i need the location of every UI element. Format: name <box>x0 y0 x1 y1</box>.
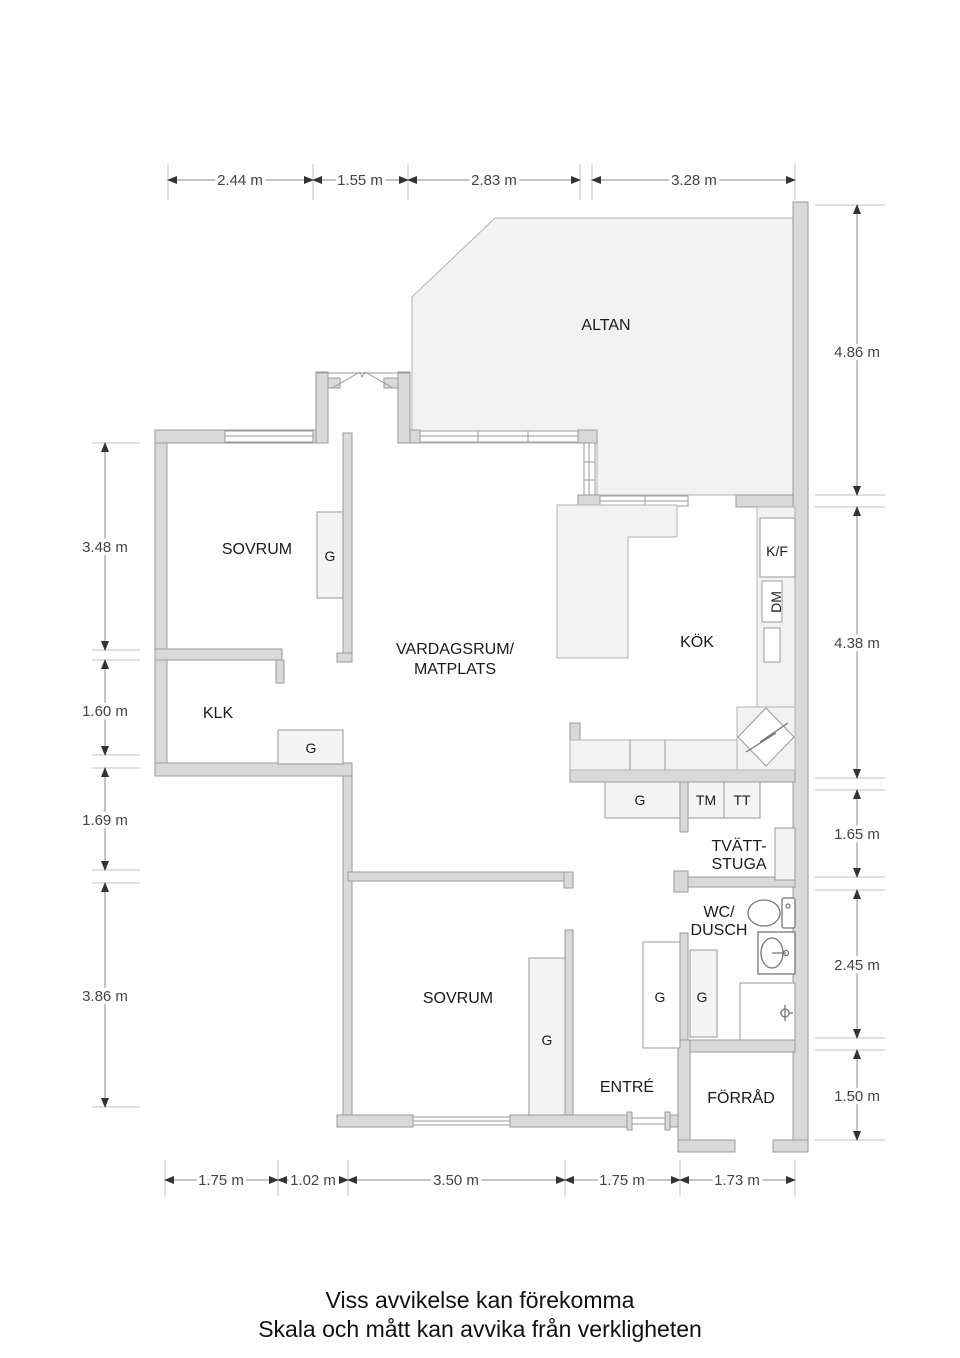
disclaimer-line1: Viss avvikelse kan förekomma <box>326 1287 635 1313</box>
corner-sink-icon <box>737 707 795 767</box>
disclaimer: Viss avvikelse kan förekomma Skala och m… <box>258 1287 702 1342</box>
wardrobe-sovrum1 <box>316 511 344 599</box>
kitchen-island <box>556 504 678 659</box>
kitchen-counters <box>569 506 796 771</box>
sink-icon <box>757 931 796 975</box>
label-g-sovrum1: G <box>325 548 336 564</box>
counter-appliance <box>763 627 781 663</box>
room-label-tvattstuga-line2: STUGA <box>711 856 766 873</box>
fridge-freezer <box>759 517 796 578</box>
wardrobes <box>277 511 796 1116</box>
windows <box>224 430 689 1126</box>
dim-right-4: 1.50 m <box>834 1088 880 1105</box>
dim-right-2: 1.65 m <box>834 826 880 843</box>
toilet-icon <box>747 897 796 929</box>
dim-left-0: 3.48 m <box>82 539 128 556</box>
entry-door <box>626 1111 671 1131</box>
dim-left-3: 3.86 m <box>82 988 128 1005</box>
label-g-klk: G <box>306 740 317 756</box>
dimensions-left: 3.48 m 1.60 m 1.69 m 3.86 m <box>79 442 140 1108</box>
dimensions-right: 4.86 m 4.38 m 1.65 m 2.45 m 1.50 m <box>815 204 885 1141</box>
dryer <box>723 781 761 819</box>
wardrobe-wc <box>689 949 718 1038</box>
room-label-tvattstuga-line1: TVÄTT- <box>711 837 766 855</box>
wardrobe-sovrum2 <box>528 957 566 1116</box>
wardrobe-entre <box>642 941 681 1049</box>
room-label-altan: ALTAN <box>581 317 630 334</box>
walls <box>154 201 809 1153</box>
room-label-wc-line2: DUSCH <box>691 922 748 939</box>
dishwasher <box>761 580 783 623</box>
dim-bottom-1: 1.02 m <box>290 1172 336 1189</box>
label-g-sovrum2: G <box>542 1032 553 1048</box>
label-tt: TT <box>733 792 751 808</box>
dim-top-0: 2.44 m <box>217 172 263 189</box>
dim-right-3: 2.45 m <box>834 957 880 974</box>
label-g-entre: G <box>655 989 666 1005</box>
dim-bottom-3: 1.75 m <box>599 1172 645 1189</box>
wardrobe-klk <box>277 729 344 765</box>
label-kf: K/F <box>766 543 788 559</box>
label-dm: DM <box>768 591 784 613</box>
washing-machine <box>687 781 725 819</box>
dim-top-2: 2.83 m <box>471 172 517 189</box>
dim-right-1: 4.38 m <box>834 635 880 652</box>
room-label-entre: ENTRÉ <box>600 1077 654 1096</box>
room-label-sovrum1: SOVRUM <box>222 541 292 558</box>
dim-bottom-4: 1.73 m <box>714 1172 760 1189</box>
dim-left-2: 1.69 m <box>82 812 128 829</box>
shower-icon <box>739 982 796 1041</box>
label-tm: TM <box>696 792 716 808</box>
dimensions-bottom: 1.75 m 1.02 m 3.50 m 1.75 m 1.73 m <box>164 1160 796 1196</box>
open-window-icon <box>331 371 394 389</box>
room-label-vardagsrum-line2: MATPLATS <box>414 661 496 678</box>
room-label-wc-line1: WC/ <box>703 904 735 921</box>
room-label-sovrum2: SOVRUM <box>423 990 493 1007</box>
altan-floor <box>411 217 794 496</box>
laundry-cabinet <box>774 827 796 881</box>
dim-right-0: 4.86 m <box>834 344 880 361</box>
dim-top-3: 3.28 m <box>671 172 717 189</box>
dim-bottom-0: 1.75 m <box>198 1172 244 1189</box>
room-label-forrad: FÖRRÅD <box>707 1088 775 1107</box>
label-g-wc: G <box>697 989 708 1005</box>
dim-bottom-2: 3.50 m <box>433 1172 479 1189</box>
dim-top-1: 1.55 m <box>337 172 383 189</box>
wardrobe-hall <box>604 781 681 819</box>
room-label-kok: KÖK <box>680 633 714 651</box>
dim-left-1: 1.60 m <box>82 703 128 720</box>
label-g-hall: G <box>635 792 646 808</box>
room-label-klk: KLK <box>203 705 234 722</box>
disclaimer-line2: Skala och mått kan avvika från verklighe… <box>258 1316 702 1342</box>
dimensions-top: 2.44 m 1.55 m 2.83 m 3.28 m <box>167 164 796 200</box>
room-label-vardagsrum-line1: VARDAGSRUM/ <box>396 641 514 658</box>
